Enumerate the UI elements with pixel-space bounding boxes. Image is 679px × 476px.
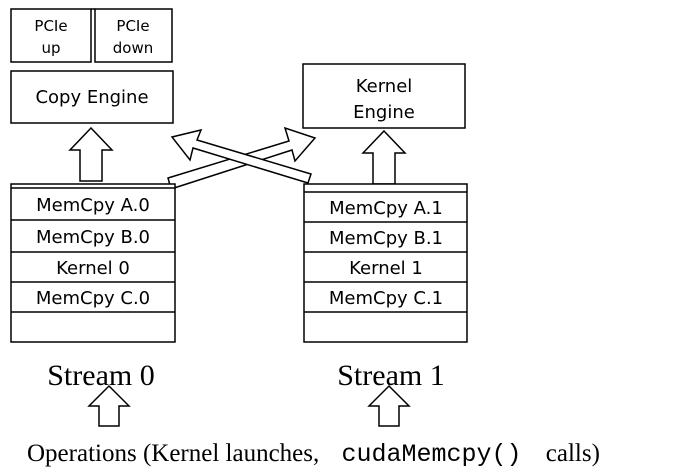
up-arrow-to-stream1 xyxy=(367,384,411,427)
kernel-engine-box xyxy=(302,63,466,129)
pcie-up-box xyxy=(10,8,92,63)
stream0-title: Stream 0 xyxy=(47,359,154,392)
up-arrow-to-stream0 xyxy=(87,384,131,427)
pcie-up-label-line1: PCIe xyxy=(34,17,67,35)
pcie-down-label-line2: down xyxy=(113,39,153,57)
stream0-queue-box xyxy=(10,183,176,343)
cross-arrow-stream1-to-copy-engine xyxy=(170,128,312,184)
stream1-row-label: MemCpy C.1 xyxy=(329,288,443,309)
caption-suffix: calls) xyxy=(546,440,600,467)
copy-engine-box xyxy=(10,70,174,124)
stream0-row-label: MemCpy C.0 xyxy=(36,288,150,309)
stream0-queue: MemCpy A.0 MemCpy B.0 Kernel 0 MemCpy C.… xyxy=(10,183,176,343)
kernel-engine-label-line2: Engine xyxy=(353,102,415,123)
stream1-title: Stream 1 xyxy=(337,359,444,392)
stream1-row-label: Kernel 1 xyxy=(349,258,423,279)
pcie-box-group: PCIe up PCIe down xyxy=(10,8,173,63)
up-arrow-to-kernel-engine xyxy=(361,129,407,185)
stream1-row-label: MemCpy B.1 xyxy=(329,228,443,249)
stream1-queue: MemCpy A.1 MemCpy B.1 Kernel 1 MemCpy C.… xyxy=(303,183,468,343)
stream0-row-label: MemCpy A.0 xyxy=(36,195,150,216)
up-arrow-to-copy-engine xyxy=(68,126,114,182)
pcie-down-box xyxy=(94,8,173,63)
pcie-up-label-line2: up xyxy=(41,39,60,57)
stream0-row-label: Kernel 0 xyxy=(56,258,130,279)
stream1-row-label: MemCpy A.1 xyxy=(329,198,443,219)
pcie-down-label-line1: PCIe xyxy=(116,17,149,35)
copy-engine-label: Copy Engine xyxy=(35,87,148,108)
stream1-queue-box xyxy=(303,183,468,343)
stream0-row-label: MemCpy B.0 xyxy=(36,227,150,248)
kernel-engine-label-line1: Kernel xyxy=(356,76,413,97)
operations-caption: Operations (Kernel launches, cudaMemcpy(… xyxy=(27,440,600,469)
caption-prefix: Operations (Kernel launches, xyxy=(27,440,319,467)
caption-code: cudaMemcpy() xyxy=(342,440,522,469)
